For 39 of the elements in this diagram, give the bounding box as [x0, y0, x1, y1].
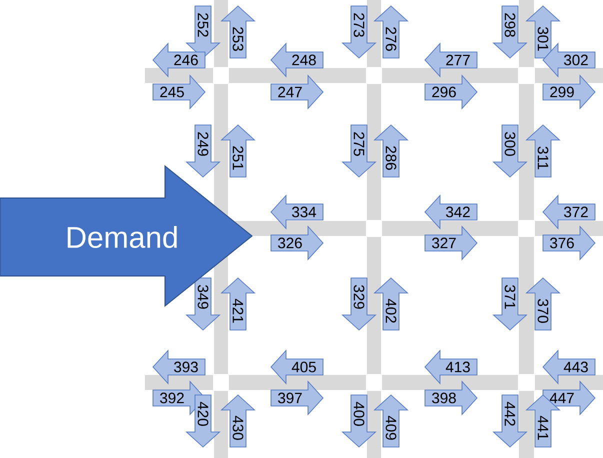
flow-label: 298: [492, 6, 528, 59]
flow-label: 326: [270, 225, 324, 261]
flow-label: 402: [373, 277, 409, 330]
flow-label: 245: [152, 74, 206, 110]
flow-label: 376: [542, 225, 596, 261]
flow-label: 286: [373, 124, 409, 178]
flow-label: 248: [270, 42, 324, 78]
flow-label: 253: [220, 5, 256, 58]
flow-label: 371: [492, 278, 528, 331]
flow-label: 249: [185, 124, 221, 178]
flow-label: 393: [152, 349, 206, 385]
flow-label: 442: [492, 394, 528, 448]
flow-label: 300: [492, 124, 528, 178]
flow-label: 405: [270, 349, 324, 385]
flow-label: 273: [341, 6, 377, 59]
flow-label: 397: [270, 380, 324, 416]
flow-label: 246: [152, 42, 206, 78]
flow-label: 420: [185, 394, 221, 448]
flow-label: 327: [424, 225, 478, 261]
flow-label: 251: [220, 124, 256, 178]
flow-label: 311: [525, 124, 561, 178]
flow-label: 329: [341, 278, 377, 331]
flow-label: 342: [424, 194, 478, 230]
flow-label: 275: [341, 124, 377, 178]
flow-label: 370: [525, 277, 561, 330]
flow-label: 247: [270, 74, 324, 110]
flow-label: 400: [341, 394, 377, 448]
flow-label: 443: [542, 349, 596, 385]
flow-label: 277: [424, 42, 478, 78]
flow-label: 299: [542, 74, 596, 110]
flow-label: 296: [424, 74, 478, 110]
flow-label: 413: [424, 349, 478, 385]
flow-label: 334: [270, 194, 324, 230]
flow-label: 372: [542, 194, 596, 230]
flow-label: 398: [424, 380, 478, 416]
flow-label: 409: [373, 394, 409, 448]
flow-label: 421: [220, 277, 256, 330]
flow-label: 430: [220, 394, 256, 448]
flow-label: 276: [373, 5, 409, 58]
